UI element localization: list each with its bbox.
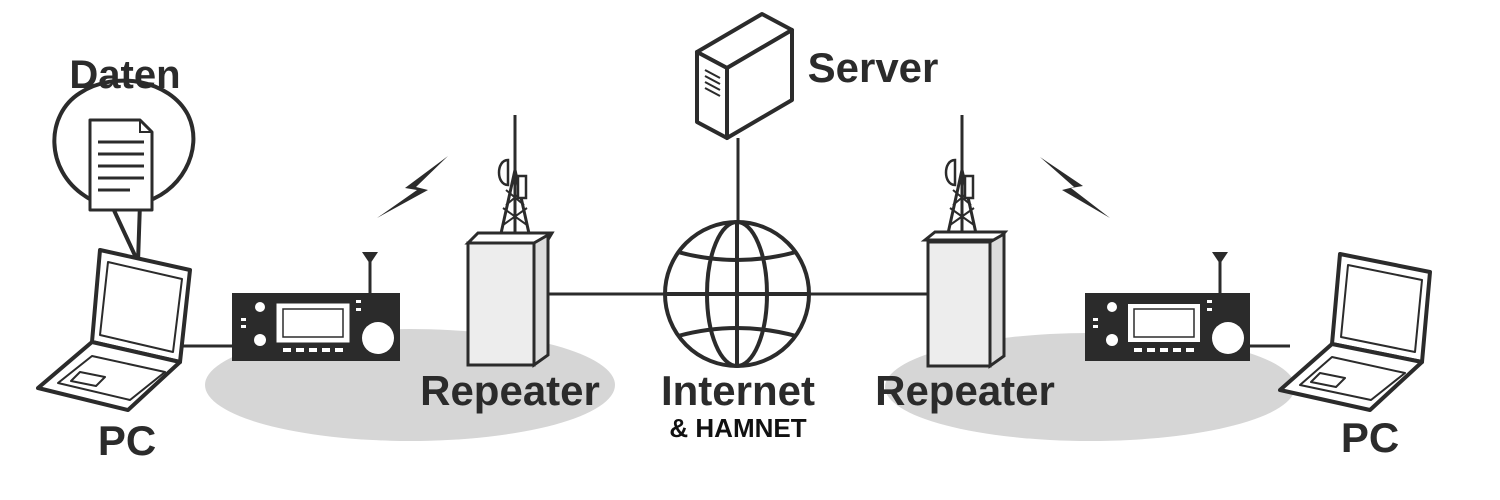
pc-right-label: PC	[1341, 414, 1399, 461]
repeater-right-label: Repeater	[875, 367, 1055, 414]
server-icon	[695, 12, 794, 140]
laptop-icon-left	[36, 248, 192, 412]
hamnet-label: & HAMNET	[669, 413, 806, 443]
data-bubble	[52, 78, 196, 264]
server-label: Server	[808, 44, 939, 91]
globe-icon	[663, 220, 811, 368]
radio-icon-right	[1085, 252, 1250, 361]
data-label: Daten	[69, 53, 180, 97]
lightning-icon-left	[377, 156, 448, 218]
pc-left-label: PC	[98, 417, 156, 464]
lightning-icon-right	[1040, 157, 1110, 218]
document-icon	[88, 118, 154, 212]
laptop-icon-right	[1278, 252, 1432, 412]
internet-label: Internet	[661, 367, 815, 414]
connection-lines	[180, 138, 1290, 348]
repeater-left-label: Repeater	[420, 367, 600, 414]
repeater-icon-left	[464, 115, 555, 368]
repeater-icon-right	[920, 115, 1009, 369]
radio-icon-left	[232, 252, 400, 361]
